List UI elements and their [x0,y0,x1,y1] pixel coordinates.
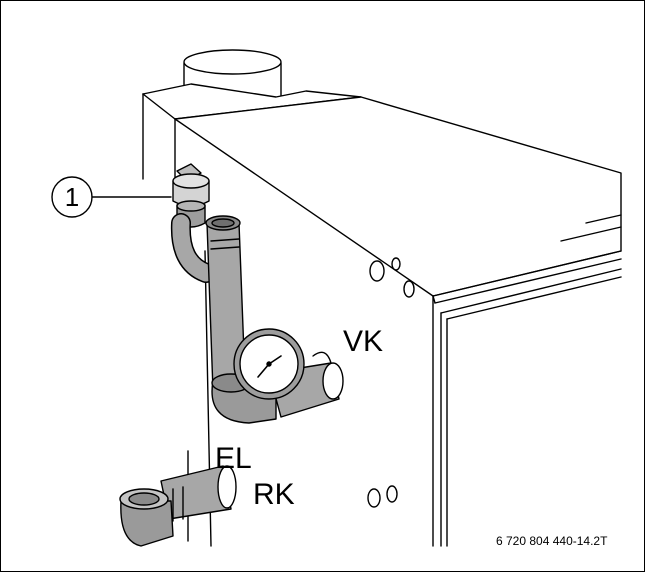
callout-label: 1 [64,181,80,212]
rk-label: RK [253,478,295,511]
vk-label: VK [343,325,384,358]
rk-pipe [119,465,237,547]
boiler-body [174,96,622,547]
el-label: EL [215,442,252,475]
pressure-gauge [233,328,305,400]
figure-id: 6 720 804 440-14.2T [496,534,608,548]
air-vent [172,163,210,228]
callout-marker [51,176,172,218]
